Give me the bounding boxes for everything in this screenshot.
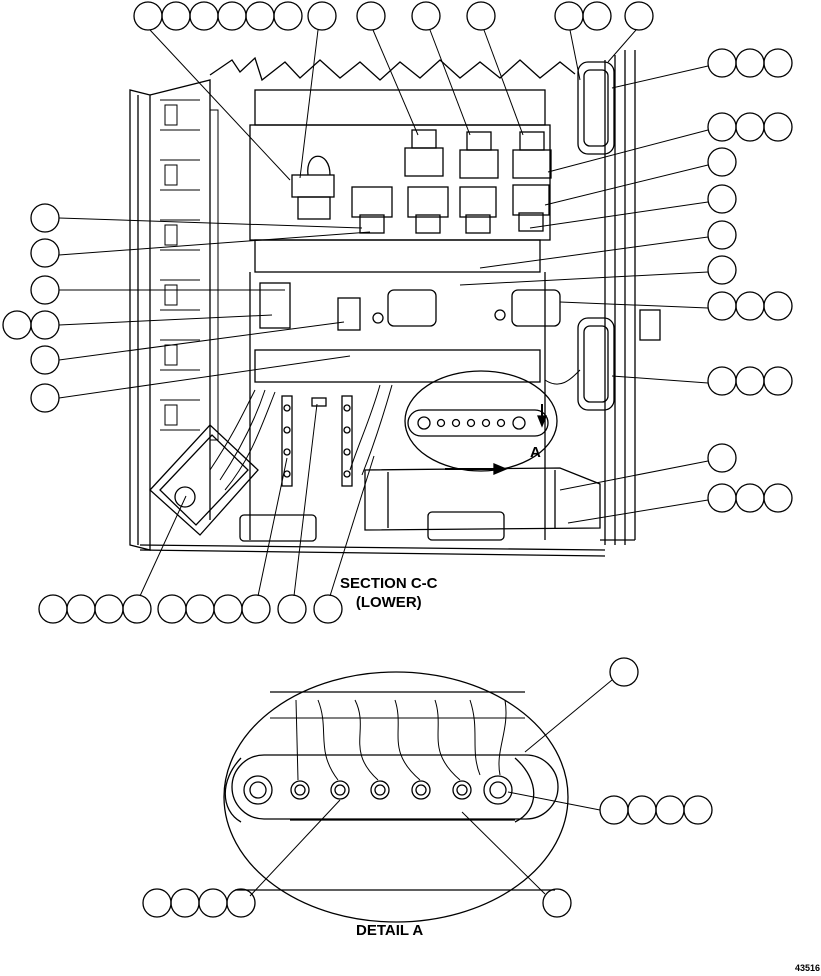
wire-harness <box>209 369 581 491</box>
callout-balloons-left <box>2 203 60 413</box>
relay-row-lower <box>351 184 550 234</box>
terminal-strip-left <box>281 395 293 487</box>
small-connector <box>311 397 327 407</box>
leader-lines-top <box>149 29 637 181</box>
detail-title: DETAIL A <box>356 922 424 939</box>
section-title-line2: (LOWER) <box>355 594 422 611</box>
connector-box <box>149 424 259 536</box>
detail-a-callout-circle <box>404 370 558 472</box>
mounting-plate <box>249 89 551 540</box>
leader-lines-left <box>58 217 371 399</box>
callout-balloons-top <box>133 1 654 31</box>
capacitor-right <box>494 289 561 327</box>
detail-a-leaders <box>249 679 613 897</box>
transformer <box>291 155 335 220</box>
handle-lower <box>577 309 661 411</box>
bottom-panel <box>239 467 601 542</box>
terminal-strip-right <box>341 395 353 487</box>
section-title: SECTION C-C (LOWER) <box>340 574 438 612</box>
detail-a-balloons <box>142 657 713 918</box>
capacitor-left <box>337 289 437 331</box>
leader-lines-bottom <box>139 403 375 597</box>
relay-row-upper <box>404 129 552 179</box>
detail-letter-label: A <box>530 444 541 461</box>
detail-a-view <box>223 671 569 923</box>
handle-upper <box>577 61 615 155</box>
enclosure-housing <box>129 50 636 557</box>
callout-balloons-bottom <box>38 594 343 624</box>
section-title-line1: SECTION C-C <box>340 575 438 592</box>
figure-id: 43516 <box>795 963 821 973</box>
leader-lines-right <box>459 65 709 524</box>
callout-balloons-right <box>707 48 793 513</box>
detail-a-bus-bar-small <box>407 409 549 437</box>
